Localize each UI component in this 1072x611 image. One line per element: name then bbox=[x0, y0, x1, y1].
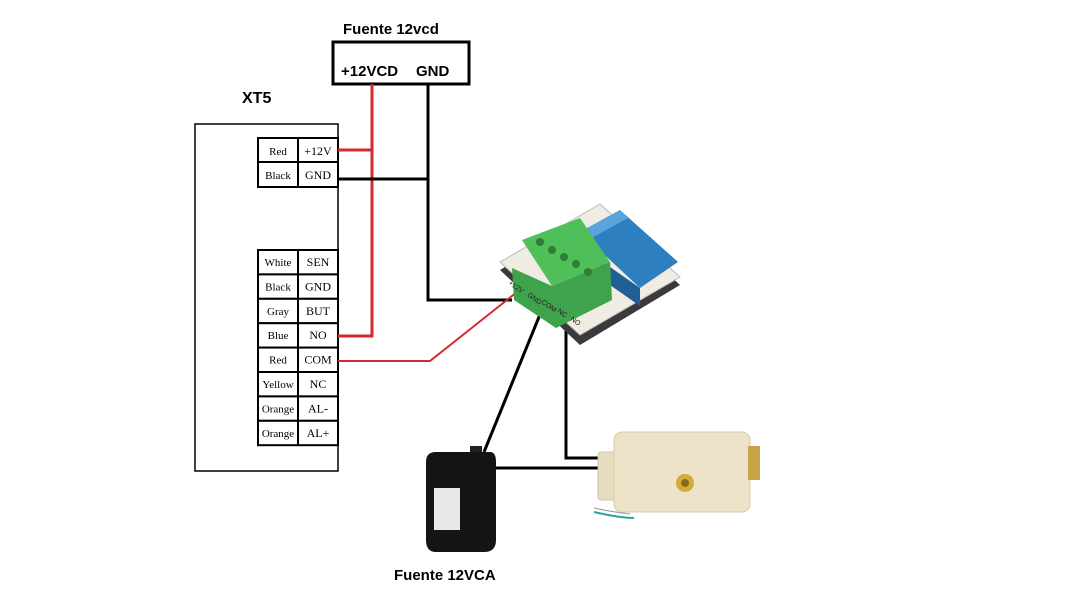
pin-label: NO bbox=[309, 328, 327, 342]
wire-color-label: Gray bbox=[267, 306, 289, 318]
wire-color-label: Orange bbox=[262, 428, 294, 440]
wire-color-label: Yellow bbox=[262, 379, 293, 391]
electric-lock bbox=[593, 431, 760, 519]
pin-label: AL- bbox=[308, 401, 328, 415]
wire-positive-to-no bbox=[338, 84, 374, 338]
pin-label: AL+ bbox=[307, 426, 330, 440]
pin-label: SEN bbox=[307, 255, 330, 269]
io-terminal-block: White SEN Black GND Gray BUT Blue NO Red COM Yello… bbox=[257, 249, 339, 447]
controller-title: XT5 bbox=[242, 90, 271, 107]
wire-color-label: Red bbox=[269, 146, 287, 158]
ac-supply-label-sticker bbox=[434, 488, 460, 530]
pin-label: +12V bbox=[304, 144, 332, 158]
dc-supply-box bbox=[331, 40, 471, 86]
dc-supply-title: Fuente 12vcd bbox=[343, 21, 439, 38]
pin-label: BUT bbox=[306, 304, 331, 318]
pin-label: GND bbox=[305, 168, 331, 182]
dc-supply-gnd-terminal: GND bbox=[416, 63, 450, 80]
ac-power-supply bbox=[426, 446, 496, 552]
pin-label: GND bbox=[305, 279, 331, 293]
wire-com-to-relay bbox=[338, 291, 518, 362]
power-terminal-block: Red +12V Black GND bbox=[257, 137, 339, 188]
wire-color-label: White bbox=[265, 257, 292, 269]
wire-color-label: Blue bbox=[268, 330, 289, 342]
wire-gnd-to-relay bbox=[426, 84, 512, 302]
wire-color-label: Black bbox=[265, 281, 291, 293]
ac-supply-title: Fuente 12VCA bbox=[394, 567, 496, 584]
relay-module: +12V GND COM NC NO bbox=[499, 203, 681, 345]
wire-relay-no-to-lock bbox=[564, 330, 602, 460]
wires bbox=[338, 84, 602, 470]
pin-label: COM bbox=[304, 353, 332, 367]
relay-terminal-label: NC bbox=[556, 308, 568, 320]
wire-color-label: Red bbox=[269, 355, 287, 367]
wire-relay-com-to-ac bbox=[482, 311, 543, 453]
pin-label: NC bbox=[310, 377, 327, 391]
wire-color-label: Orange bbox=[262, 403, 294, 415]
wire-color-label: Black bbox=[265, 170, 291, 182]
dc-supply-positive-terminal: +12VCD bbox=[341, 63, 398, 80]
